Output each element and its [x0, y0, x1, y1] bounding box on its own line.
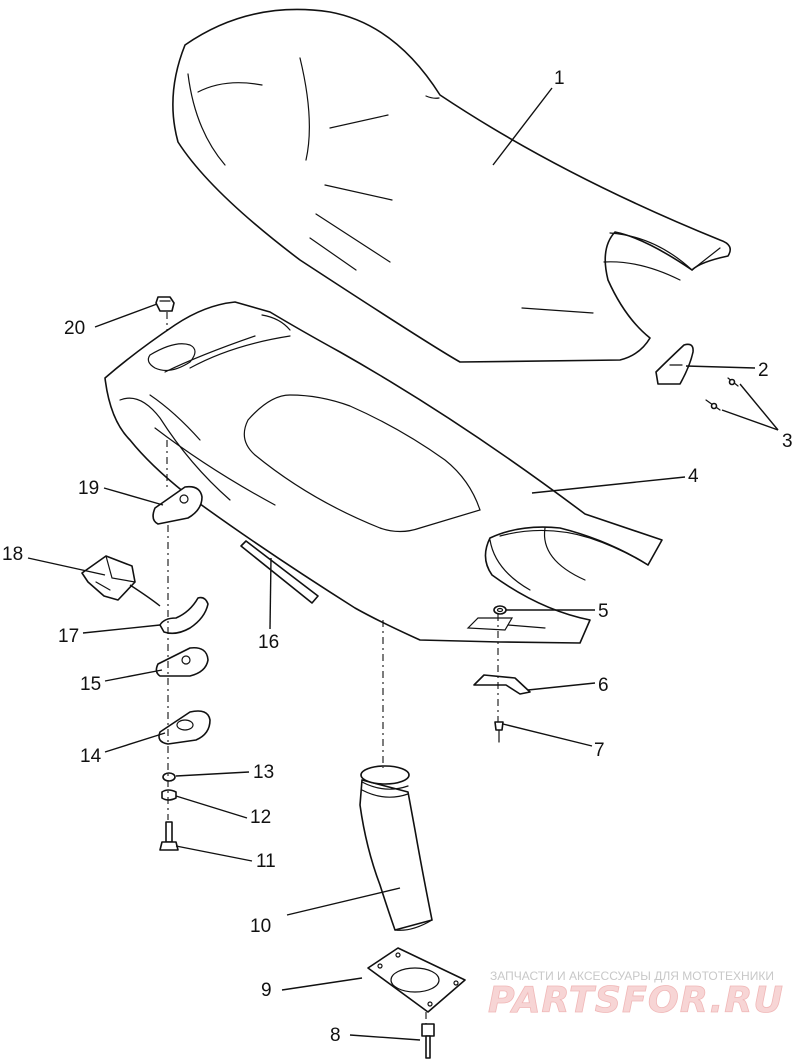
latch-plate	[152, 485, 203, 525]
watermark-subtitle: ЗАПЧАСТИ И АКСЕССУАРЫ ДЛЯ МОТОТЕХНИКИ	[490, 969, 774, 983]
callout-7: 7	[594, 740, 605, 761]
callout-10: 10	[250, 916, 271, 937]
callout-19: 19	[78, 478, 99, 499]
callout-20: 20	[64, 318, 85, 339]
trim-strip	[240, 540, 319, 604]
callout-18: 18	[2, 544, 23, 565]
seat-base	[104, 301, 663, 644]
callout-2: 2	[758, 360, 769, 381]
leader-lines	[27, 87, 779, 1041]
washer	[162, 772, 176, 782]
callout-4: 4	[688, 466, 699, 487]
callout-8: 8	[330, 1025, 341, 1046]
callout-13: 13	[253, 762, 274, 783]
callout-9: 9	[261, 980, 272, 1001]
centerlines	[166, 312, 499, 1024]
callout-labels: 1 2 3 4 5 6 7 8 9 10 11 12 13 14 15 16 1…	[2, 68, 793, 1046]
callout-5: 5	[598, 601, 609, 622]
long-bolt	[421, 1023, 435, 1059]
callout-17: 17	[58, 626, 79, 647]
screw	[494, 721, 504, 743]
watermark-logo: PARTSFOR.RU	[488, 980, 784, 1021]
screw-pair	[705, 377, 739, 411]
watermark: ЗАПЧАСТИ И АКСЕССУАРЫ ДЛЯ МОТОТЕХНИКИ PA…	[488, 969, 784, 1021]
cap-nut	[155, 296, 175, 312]
inlet-tube	[359, 765, 433, 931]
callout-3: 3	[782, 431, 793, 452]
grommet	[493, 605, 507, 615]
latch-bracket	[155, 646, 209, 677]
callout-14: 14	[80, 746, 102, 767]
latch-mechanism	[81, 555, 136, 601]
seat-cushion	[172, 8, 731, 363]
angle-bracket	[473, 674, 531, 695]
mount-plate	[158, 710, 211, 745]
small-bracket	[655, 343, 694, 385]
callout-16: 16	[258, 632, 279, 653]
flange-gasket	[367, 947, 466, 1013]
lever	[159, 596, 209, 635]
callout-11: 11	[256, 851, 276, 872]
callout-12: 12	[250, 807, 271, 828]
callout-6: 6	[598, 675, 609, 696]
bolt	[159, 821, 179, 851]
callout-1: 1	[554, 68, 565, 89]
callout-15: 15	[80, 674, 101, 695]
lock-washer	[161, 789, 177, 801]
